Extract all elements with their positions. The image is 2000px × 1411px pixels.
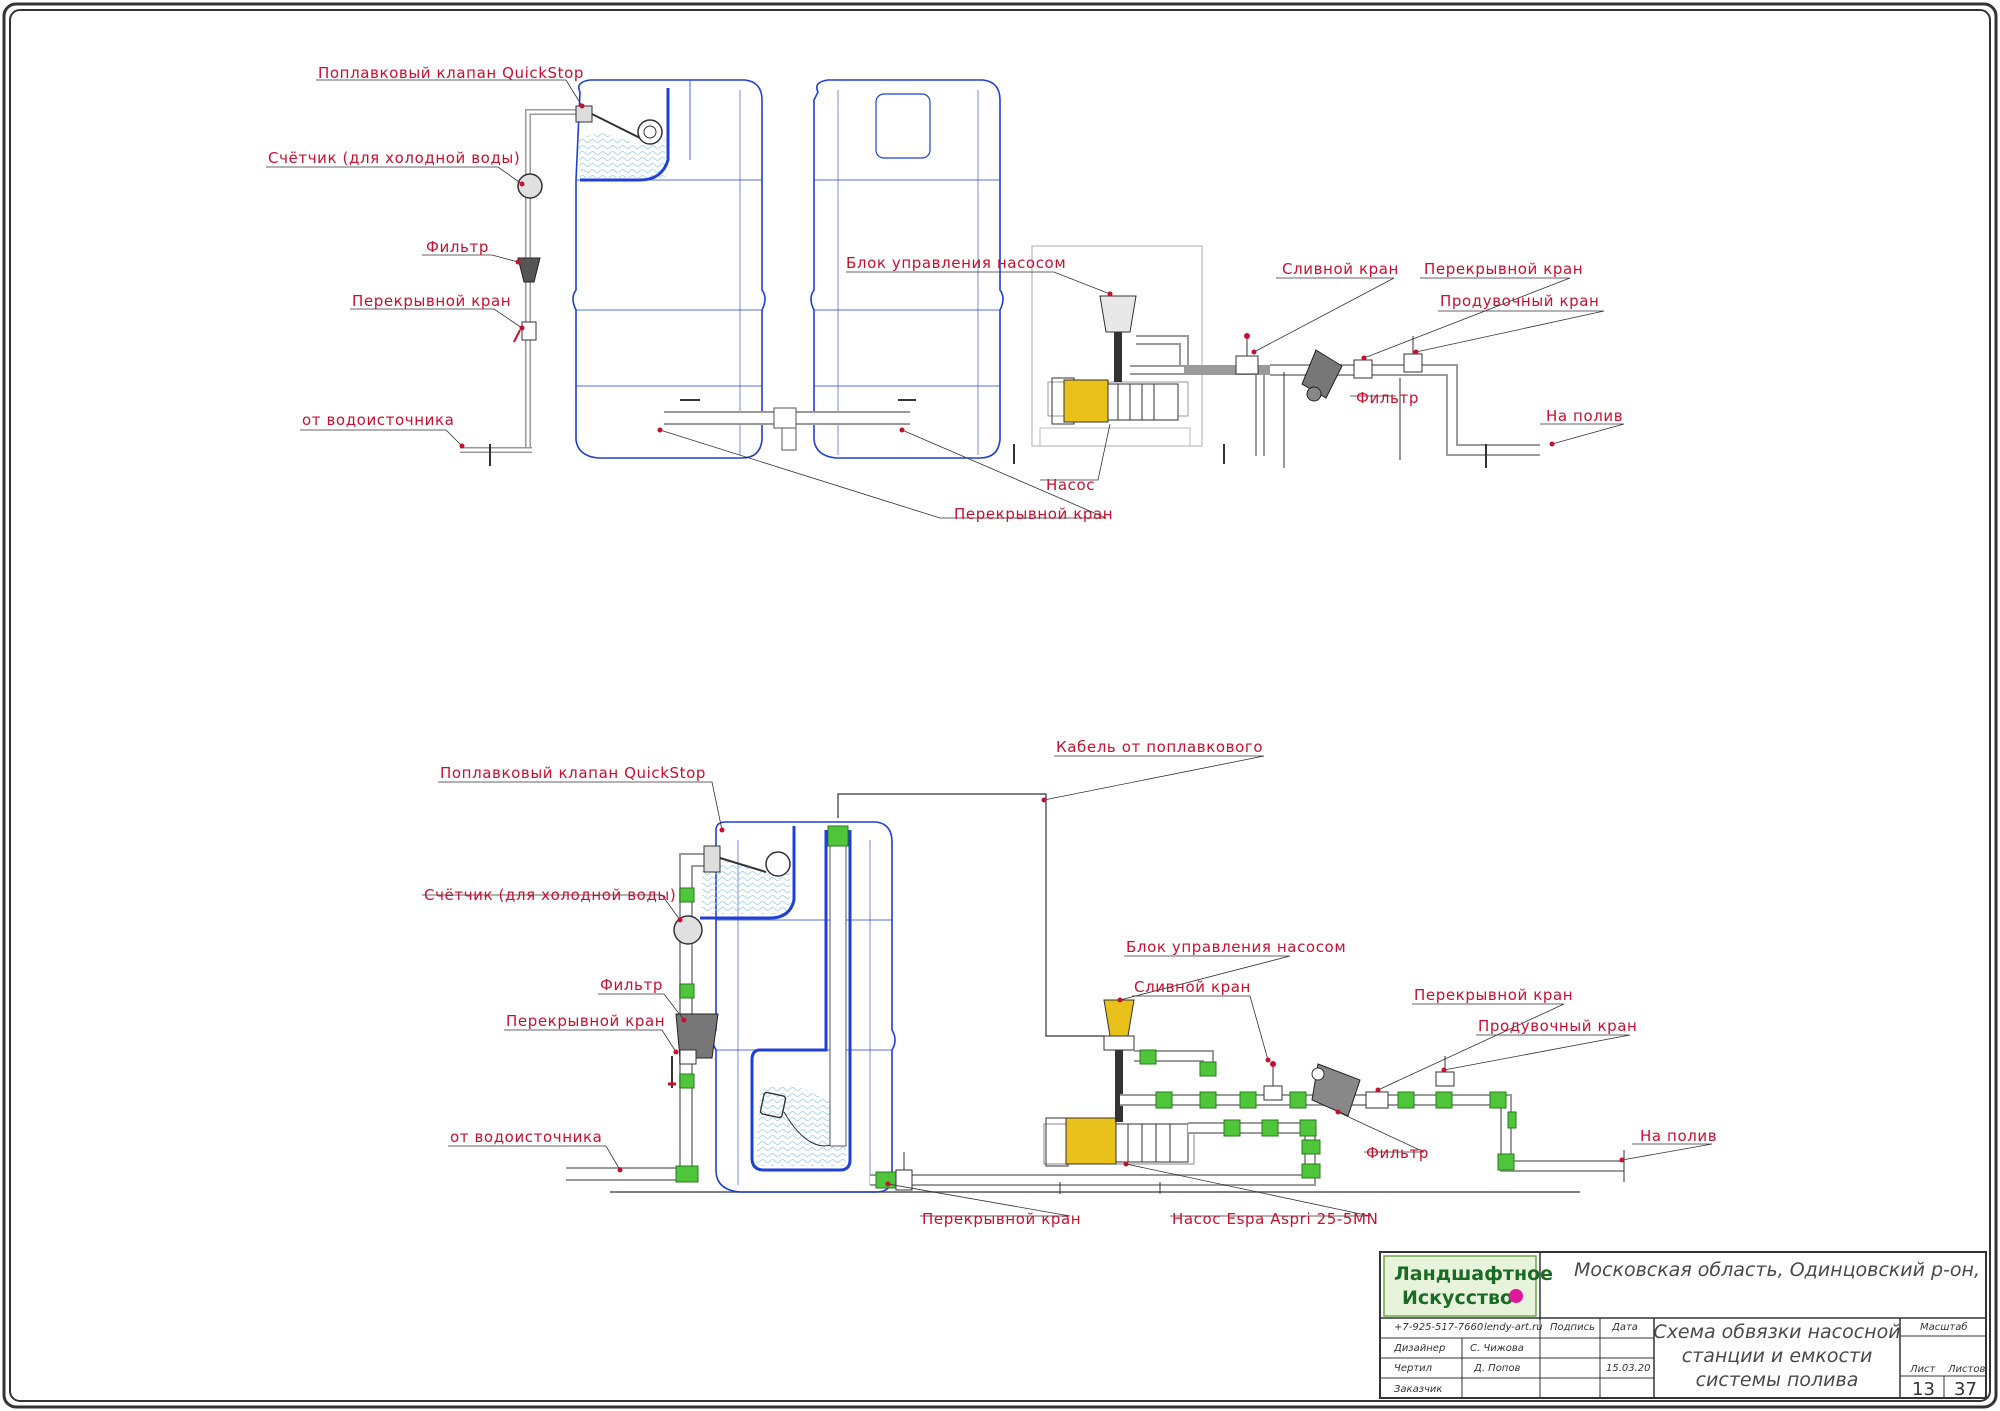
tb-title-line3: системы полива [1696, 1369, 1859, 1391]
tb-row2-date: 15.03.20 [1606, 1363, 1651, 1374]
top-purge-valve [1403, 353, 1423, 373]
top-tank-link [664, 399, 916, 451]
title-block: Ландшафтное Искусство +7-925-517-7660 le… [1379, 1251, 1987, 1400]
bottom-label-pump-model: Насос Espa Aspri 25-5MN [1172, 1210, 1378, 1228]
bottom-leader-arrows [617, 797, 1625, 1187]
tb-site: lendy-art.ru [1484, 1322, 1543, 1333]
bottom-label-drain-valve: Сливной кран [1134, 978, 1251, 996]
bottom-filter-icon [675, 1013, 719, 1059]
bottom-drain-valve [1263, 1085, 1283, 1101]
bottom-tank [700, 821, 896, 1193]
tb-col-date: Дата [1611, 1322, 1638, 1333]
top-label-tank-valves: Перекрывной кран [954, 505, 1113, 523]
top-valve-icon [521, 321, 537, 341]
top-label-source: от водоисточника [302, 411, 454, 429]
top-label-pump-controller: Блок управления насосом [846, 254, 1066, 272]
top-filter2-icon [1301, 349, 1343, 399]
top-inlet-line [460, 105, 663, 466]
bottom-discharge-line [1120, 1056, 1625, 1182]
bottom-label-filter-outlet: Фильтр [1366, 1144, 1429, 1162]
top-discharge-line [1013, 333, 1540, 468]
bottom-label-shutoff-inlet: Перекрывной кран [506, 1012, 665, 1030]
bottom-pump-motor [1065, 1117, 1117, 1165]
top-tank-2 [810, 79, 1004, 459]
top-leaders [266, 79, 1625, 519]
tb-title-line1: Схема обвязки насосной [1653, 1321, 1900, 1343]
top-leader-arrows [459, 103, 1555, 449]
bottom-valve-icon [679, 1049, 697, 1065]
logo-line1: Ландшафтное [1394, 1263, 1553, 1285]
bottom-suction-line [870, 1134, 1321, 1194]
bottom-label-filter: Фильтр [600, 976, 663, 994]
logo-line2: Искусство [1402, 1287, 1513, 1309]
bottom-meter-icon [673, 915, 703, 945]
tb-col-signature: Подпись [1550, 1322, 1595, 1333]
top-pump-controller [1099, 295, 1137, 333]
top-label-irrigation: На полив [1546, 407, 1623, 425]
tb-row1-name: С. Чижова [1470, 1343, 1524, 1354]
tb-scale-label: Масштаб [1920, 1321, 1968, 1333]
bottom-pump-controller [1103, 999, 1135, 1037]
bottom-diagram: Кабель от поплавкового Поплавковый клапа… [422, 738, 1717, 1228]
tb-location: Московская область, Одинцовский р-он, [1574, 1259, 1980, 1281]
top-label-filter: Фильтр [426, 238, 489, 256]
top-diagram: Поплавковый клапан QuickStop Счётчик (дл… [266, 64, 1625, 523]
tb-row2-name: Д. Попов [1473, 1363, 1520, 1374]
top-shutoff-valve [1353, 359, 1373, 379]
logo-dot-icon [1509, 1289, 1523, 1303]
tb-title-line2: станции и емкости [1682, 1345, 1873, 1367]
tb-sheet-label: Лист [1909, 1364, 1937, 1375]
tb-row3-role: Заказчик [1394, 1384, 1442, 1395]
top-label-drain-valve: Сливной кран [1282, 260, 1399, 278]
bottom-label-tank-valve: Перекрывной кран [922, 1210, 1081, 1228]
tb-sheets-value: 37 [1954, 1379, 1977, 1400]
top-label-filter-outlet: Фильтр [1356, 389, 1419, 407]
bottom-label-irrigation: На полив [1640, 1127, 1717, 1145]
bottom-label-purge-valve: Продувочный кран [1478, 1017, 1637, 1035]
bottom-label-meter: Счётчик (для холодной воды) [424, 886, 676, 904]
top-pump-station [1031, 245, 1265, 456]
top-label-purge-valve: Продувочный кран [1440, 292, 1599, 310]
bottom-label-float-valve: Поплавковый клапан QuickStop [440, 764, 706, 782]
inner-frame [9, 9, 1991, 1402]
tb-sheets-label: Листов [1947, 1364, 1985, 1375]
bottom-label-source: от водоисточника [450, 1128, 602, 1146]
tb-phone: +7-925-517-7660 [1394, 1322, 1483, 1333]
top-label-shutoff-inlet: Перекрывной кран [352, 292, 511, 310]
bottom-label-shutoff-outlet: Перекрывной кран [1414, 986, 1573, 1004]
tb-sheet-value: 13 [1912, 1379, 1935, 1400]
top-pump-motor [1063, 379, 1109, 423]
logo [1383, 1255, 1537, 1317]
tb-row1-role: Дизайнер [1393, 1343, 1445, 1354]
top-meter-icon [517, 173, 543, 199]
bottom-shutoff-valve [1365, 1091, 1389, 1109]
bottom-filter2-icon [1311, 1063, 1361, 1117]
bottom-label-cable: Кабель от поплавкового [1056, 738, 1263, 756]
top-tank-1 [572, 79, 766, 459]
bottom-float-cable [837, 793, 1104, 1037]
top-drain-valve [1235, 355, 1259, 375]
tb-row2-role: Чертил [1394, 1363, 1433, 1374]
top-filter-icon [517, 257, 541, 283]
top-label-float-valve: Поплавковый клапан QuickStop [318, 64, 584, 82]
bottom-inlet-line [566, 845, 791, 1183]
top-label-pump: Насос [1046, 476, 1095, 494]
top-label-meter: Счётчик (для холодной воды) [268, 149, 520, 167]
bottom-label-pump-controller: Блок управления насосом [1126, 938, 1346, 956]
bottom-pump-station [1043, 999, 1317, 1167]
top-label-shutoff-outlet: Перекрывной кран [1424, 260, 1583, 278]
bottom-purge-valve [1435, 1071, 1455, 1087]
bottom-leaders [422, 755, 1713, 1217]
